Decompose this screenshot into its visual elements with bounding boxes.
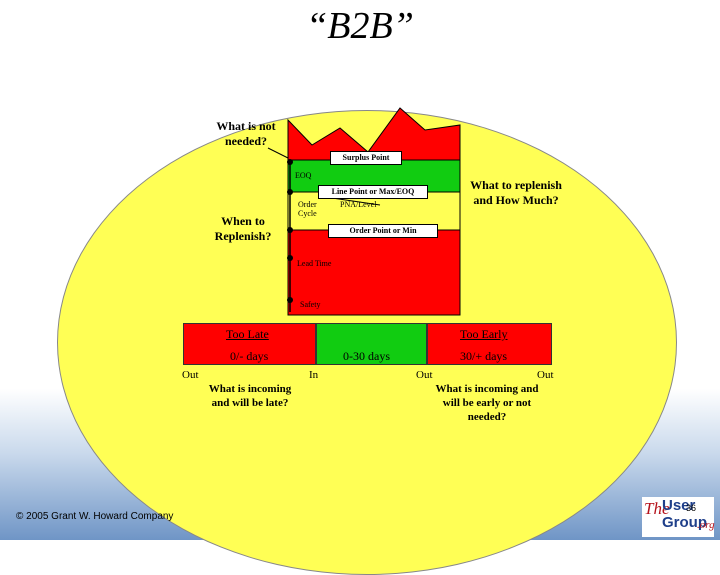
question-not-needed: What is not needed? [216,119,276,148]
out-right-label: Out [537,369,554,381]
ontime-days-label: 0-30 days [343,349,390,363]
too-early-label: Too Early [460,327,508,341]
question-what-how-much: What to replenish and How Much? [470,178,562,207]
page-number: 36 [686,503,697,513]
safety-label: Safety [300,300,321,309]
early-days-label: 30/+ days [460,349,508,363]
user-group-logo: The User Group .org [642,497,715,537]
question-incoming-late: What is incoming and will be late? [208,383,292,409]
page-title: “B2B” [306,5,414,47]
order-point-label: Order Point or Min [328,224,438,238]
question-when-replenish: When to Replenish? [214,214,272,243]
line-point-label: Line Point or Max/EOQ [318,185,428,199]
logo-org: .org [697,519,715,531]
pna-level-label: PNA/Level [340,200,377,209]
too-late-segment [183,323,316,365]
pna-arrow [331,197,381,206]
lead-time-zone [287,229,461,316]
eoq-label: EOQ [295,171,312,180]
logo-group: Group [662,514,707,531]
question-incoming-early: What is incoming and will be early or no… [435,383,539,423]
surplus-zone [287,107,461,161]
surplus-point-label: Surplus Point [330,151,402,165]
late-days-label: 0/- days [230,349,269,363]
out-mid-label: Out [416,369,433,381]
axis-dot [287,159,293,165]
axis-dot [287,297,293,303]
logo-user: User [662,497,696,514]
order-cycle-label: Order Cycle [298,200,317,218]
too-early-segment [427,323,552,365]
logo-wordmark: User Group [662,497,707,531]
out-left-label: Out [182,369,199,381]
axis-dot [287,227,293,233]
inventory-diagram [267,107,461,316]
too-late-label: Too Late [226,327,269,341]
axis-dot [287,255,293,261]
axis-dot [287,189,293,195]
logo-the: The [644,499,670,518]
lead-time-label: Lead Time [297,259,332,268]
copyright-text: © 2005 Grant W. Howard Company [16,511,174,522]
on-time-segment [316,323,427,365]
question-pointer [267,147,289,159]
in-label: In [309,369,319,381]
